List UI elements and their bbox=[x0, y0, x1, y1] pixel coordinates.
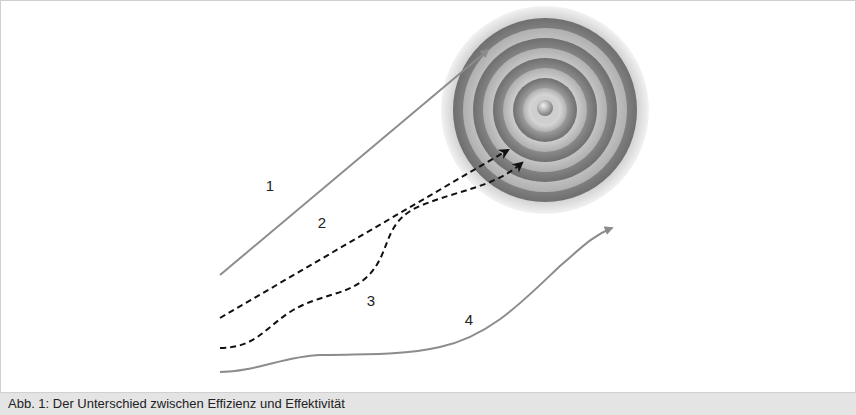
callout-number: 2 bbox=[316, 215, 328, 231]
target bbox=[441, 6, 649, 214]
arrow-line bbox=[220, 163, 522, 348]
caption-band bbox=[0, 393, 856, 415]
arrow-line bbox=[220, 50, 488, 275]
callout-number: 1 bbox=[264, 178, 276, 194]
callout-number: 3 bbox=[365, 293, 377, 309]
figure-caption: Abb. 1: Der Unterschied zwischen Effizie… bbox=[8, 396, 345, 412]
arrow-line bbox=[220, 228, 612, 372]
arrow-line bbox=[220, 150, 508, 318]
callout-number: 4 bbox=[463, 312, 475, 328]
frame bbox=[1, 1, 856, 393]
